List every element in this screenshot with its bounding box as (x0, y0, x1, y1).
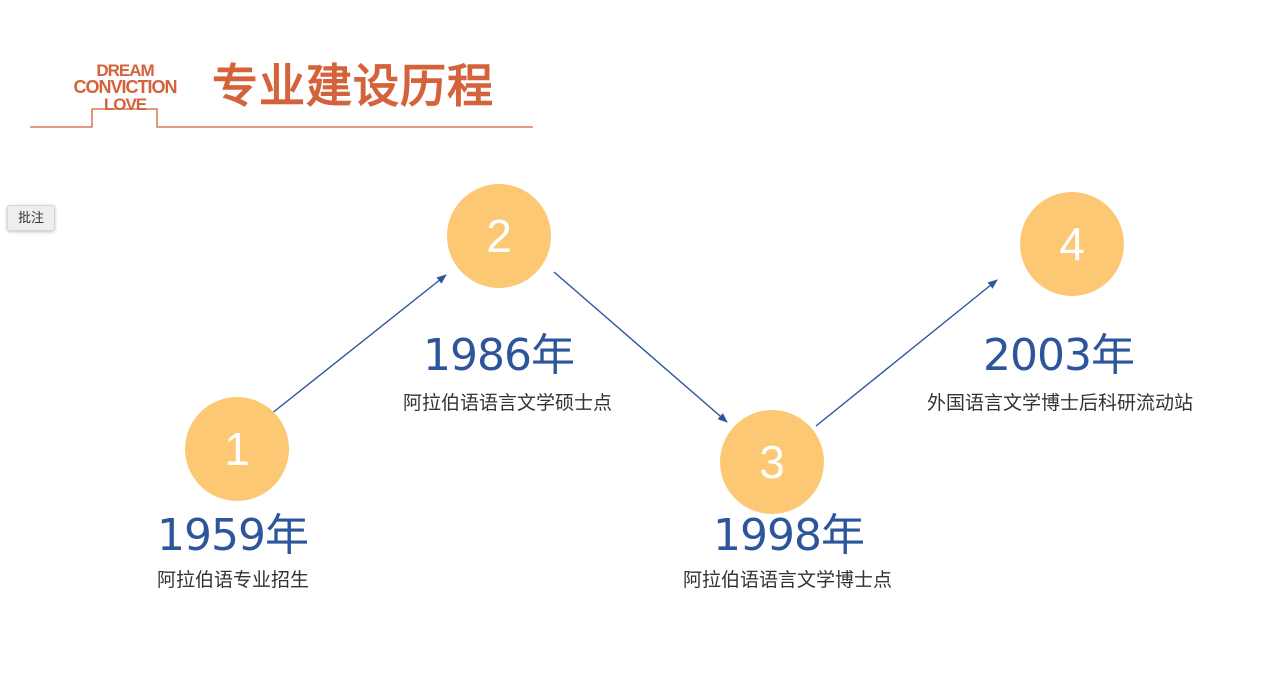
comment-button[interactable]: 批注 (7, 205, 55, 231)
logo: DREAM CONVICTION LOVE (60, 62, 190, 113)
milestone-3-circle: 3 (720, 410, 824, 514)
logo-line-love: LOVE (103, 95, 147, 114)
milestone-2-description: 阿拉伯语语言文学硕士点 (403, 392, 613, 414)
milestone-4-description: 外国语言文学博士后科研流动站 (927, 392, 1194, 414)
milestone-4-year: 2003年 (983, 330, 1135, 381)
milestone-3-description: 阿拉伯语语言文学博士点 (683, 569, 893, 591)
milestone-1-circle: 1 (185, 397, 289, 501)
milestone-2-year: 1986年 (423, 330, 575, 381)
logo-line-conviction: CONVICTION (73, 77, 177, 97)
page-title: 专业建设历程 (212, 59, 494, 113)
milestone-3-year: 1998年 (713, 510, 865, 561)
arrow-1-to-2 (270, 274, 447, 415)
milestone-4-circle: 4 (1020, 192, 1124, 296)
arrow-2-to-3 (553, 271, 728, 423)
header-underline (30, 108, 533, 128)
logo-line-dream: DREAM (96, 61, 154, 80)
milestone-2-circle: 2 (447, 184, 551, 288)
milestone-1-year: 1959年 (157, 510, 309, 561)
milestone-1-description: 阿拉伯语专业招生 (157, 569, 310, 591)
arrow-3-to-4 (815, 279, 998, 427)
